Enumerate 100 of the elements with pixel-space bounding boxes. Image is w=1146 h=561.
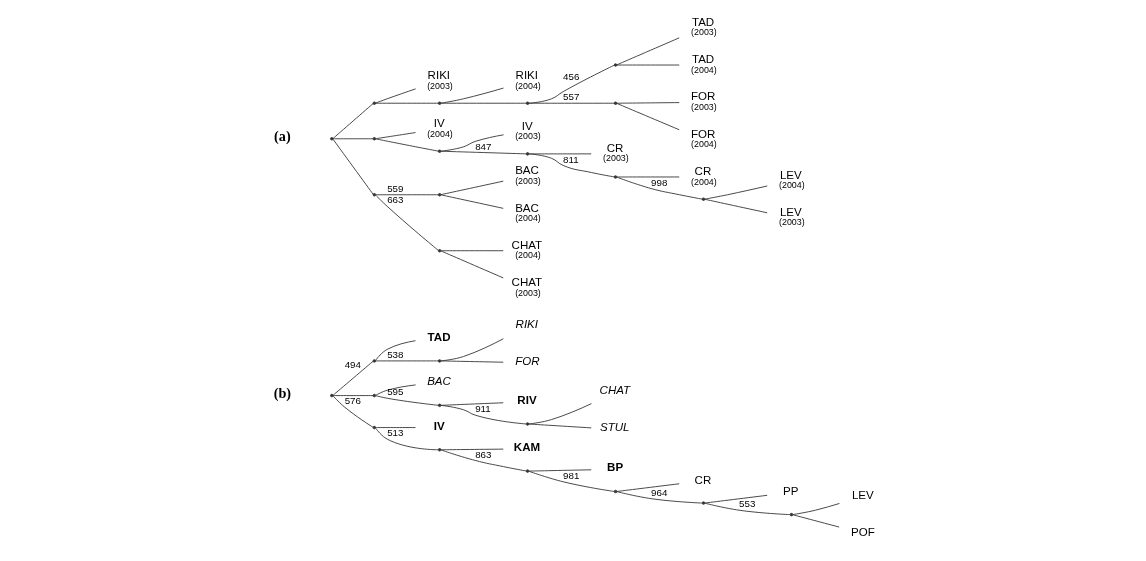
node-text: LEV (2004) — [779, 168, 805, 191]
node-text: BP — [607, 461, 624, 474]
edge-label: 553 — [739, 498, 756, 510]
connector — [528, 423, 592, 429]
node-point — [613, 175, 618, 179]
node-point — [525, 101, 530, 105]
edge-label: 998 — [651, 176, 668, 188]
connector — [616, 176, 680, 178]
label: (a) — [274, 128, 291, 145]
node-text: RIKI (2003) — [427, 69, 453, 91]
connector — [332, 138, 374, 140]
node-point — [789, 512, 794, 517]
connector — [440, 250, 504, 252]
connector — [332, 395, 374, 428]
edge-label: 964 — [651, 486, 668, 498]
connector — [528, 153, 615, 178]
node-text: FOR — [515, 354, 540, 367]
node-text: PP — [783, 485, 799, 498]
edge-label: 981 — [563, 469, 580, 481]
node-point — [701, 501, 706, 505]
node-point — [330, 393, 334, 398]
connector — [440, 449, 527, 472]
node-text: CR — [694, 473, 712, 486]
connector — [528, 102, 615, 104]
node-text: IV (2004) — [427, 117, 453, 139]
edge-label: 595 — [387, 386, 404, 398]
edge-label: 663 — [387, 194, 404, 206]
node-point — [613, 489, 618, 494]
node-text: FOR (2003) — [691, 90, 717, 112]
connector — [616, 37, 680, 66]
node-point — [372, 359, 377, 363]
node-text: TAD — [427, 330, 451, 343]
connector — [440, 87, 504, 104]
edge-label: 847 — [475, 141, 492, 153]
connector — [375, 395, 439, 406]
node-text: TAD (2003) — [691, 15, 717, 38]
edge-label: 863 — [475, 448, 492, 460]
node-point — [525, 422, 530, 426]
connector — [332, 360, 374, 396]
node-point — [330, 137, 334, 141]
connector — [704, 494, 768, 504]
node-point — [437, 101, 442, 105]
connector — [332, 138, 374, 195]
node-point — [437, 249, 442, 253]
connector — [440, 134, 504, 152]
connector — [375, 427, 416, 428]
connector — [616, 64, 680, 66]
node-point — [372, 101, 377, 105]
edge-label: 576 — [344, 395, 361, 407]
node-point — [613, 101, 618, 105]
connector — [440, 338, 504, 362]
connector — [375, 360, 439, 362]
connector — [440, 150, 527, 155]
node-point — [613, 63, 618, 67]
node-text: IV (2003) — [515, 119, 541, 142]
node-text: CR (2004) — [691, 165, 717, 187]
node-text: IV — [433, 419, 445, 432]
node-text: RIKI (2004) — [515, 69, 541, 91]
node-text: LEV — [851, 489, 874, 501]
connector — [616, 491, 703, 504]
connector — [704, 502, 791, 516]
connector — [332, 103, 374, 139]
node-text: CHAT — [599, 384, 631, 397]
connector — [375, 427, 439, 451]
node-text: CR (2003) — [603, 142, 629, 164]
edge-label: 811 — [563, 153, 579, 165]
node-text: CHAT (2003) — [511, 276, 543, 298]
node-text: POF — [851, 526, 875, 539]
edge-label: 456 — [563, 70, 580, 82]
connector — [528, 469, 592, 472]
node-point — [372, 425, 377, 430]
connector — [440, 404, 527, 425]
node-point — [372, 393, 377, 398]
connector — [375, 132, 416, 140]
node-text: TAD (2004) — [691, 53, 717, 75]
connector — [440, 360, 504, 363]
edge-label: 538 — [387, 349, 404, 361]
node-point — [372, 193, 377, 197]
connector — [792, 514, 840, 528]
node-point — [525, 469, 530, 473]
node-text: KAM — [513, 441, 541, 454]
connector — [375, 340, 416, 361]
node-text: RIKI — [515, 317, 539, 330]
edge-label: 557 — [563, 91, 580, 103]
connector — [616, 103, 680, 131]
edge-label: 559 — [387, 182, 404, 194]
connector — [375, 384, 417, 396]
connector — [375, 88, 417, 104]
connector — [616, 176, 703, 200]
connector — [528, 64, 615, 104]
connector — [375, 102, 439, 104]
connector — [528, 403, 592, 425]
node-point — [437, 448, 442, 452]
node-text: FOR (2004) — [691, 127, 717, 150]
node-text: LEV (2003) — [779, 205, 805, 228]
node-point — [437, 193, 442, 197]
edge-label: 494 — [344, 358, 361, 370]
edge-label: 513 — [387, 427, 404, 439]
node-point — [701, 197, 706, 201]
node-text: BAC (2003) — [515, 164, 541, 186]
